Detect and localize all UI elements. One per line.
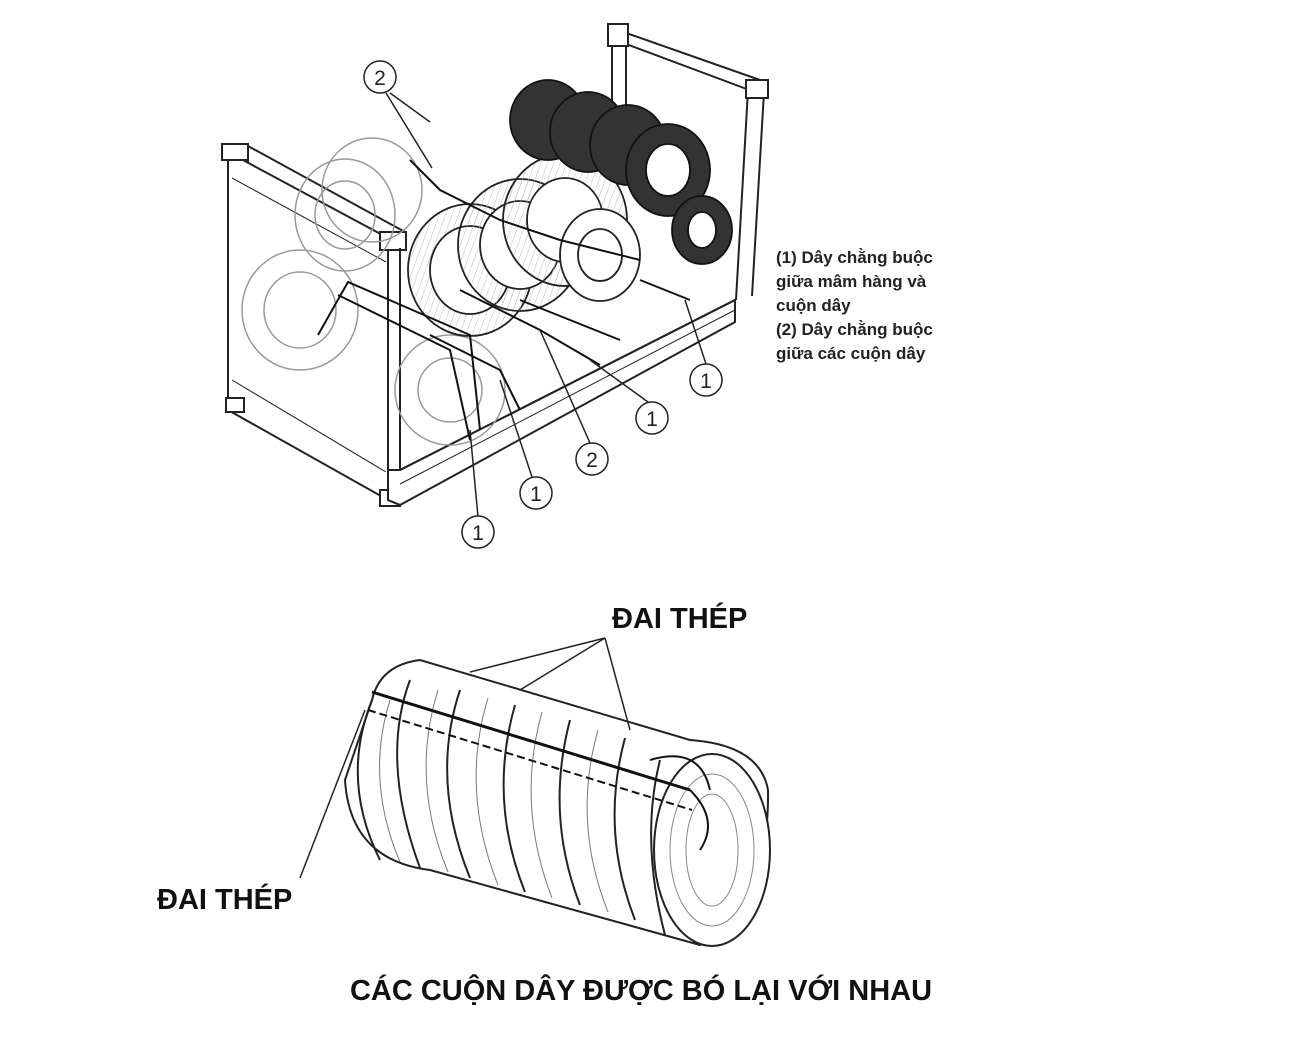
bundle-caption-text: CÁC CUỘN DÂY ĐƯỢC BÓ LẠI VỚI NHAU: [349, 975, 933, 1007]
coil-row-front: [407, 153, 641, 337]
steel-strap-label-top: ĐAI THÉP: [612, 603, 748, 635]
steel-strap: [367, 709, 693, 811]
coil-row-back: [509, 79, 733, 265]
callout-circle: [363, 60, 397, 94]
legend-line: giữa các cuộn dây: [776, 344, 926, 363]
coil-bundle: [343, 658, 771, 947]
steel-strap: [371, 690, 691, 792]
callout-circle: [575, 442, 609, 476]
callout-number: 2: [374, 67, 386, 90]
callout-leaders: [385, 92, 707, 518]
callout-circle: [519, 476, 553, 510]
callout-circle: [635, 401, 669, 435]
bundle-end-face: [653, 753, 771, 947]
legend-line: (2) Dây chằng buộc: [776, 320, 933, 339]
callout-number: 2: [586, 449, 598, 472]
bundle-label-leaders: [299, 637, 631, 879]
steel-strap: [689, 789, 709, 851]
legend-line: (1) Dây chằng buộc: [776, 248, 933, 267]
legend: (1) Dây chằng buộc giữa mâm hàng và cuộn…: [776, 246, 1006, 366]
faded-coils: [241, 137, 506, 446]
callout-number: 1: [472, 522, 484, 545]
legend-line: cuộn dây: [776, 296, 851, 315]
lashing-straps: [317, 159, 691, 441]
callout-number: 1: [700, 370, 712, 393]
steel-strap-label-left: ĐAI THÉP: [157, 884, 293, 916]
callout-number: 1: [530, 483, 542, 506]
platform-floor: [387, 298, 736, 507]
bundle-caption: CÁC CUỘN DÂY ĐƯỢC BÓ LẠI VỚI NHAU: [0, 975, 1304, 1008]
rear-end-frame: [607, 23, 769, 301]
callout-circle: [689, 363, 723, 397]
callout-number: 1: [646, 408, 658, 431]
callout-circle: [461, 515, 495, 549]
legend-line: giữa mâm hàng và: [776, 272, 927, 291]
callout-markers: 2 1 1 2 1 1: [363, 60, 723, 549]
